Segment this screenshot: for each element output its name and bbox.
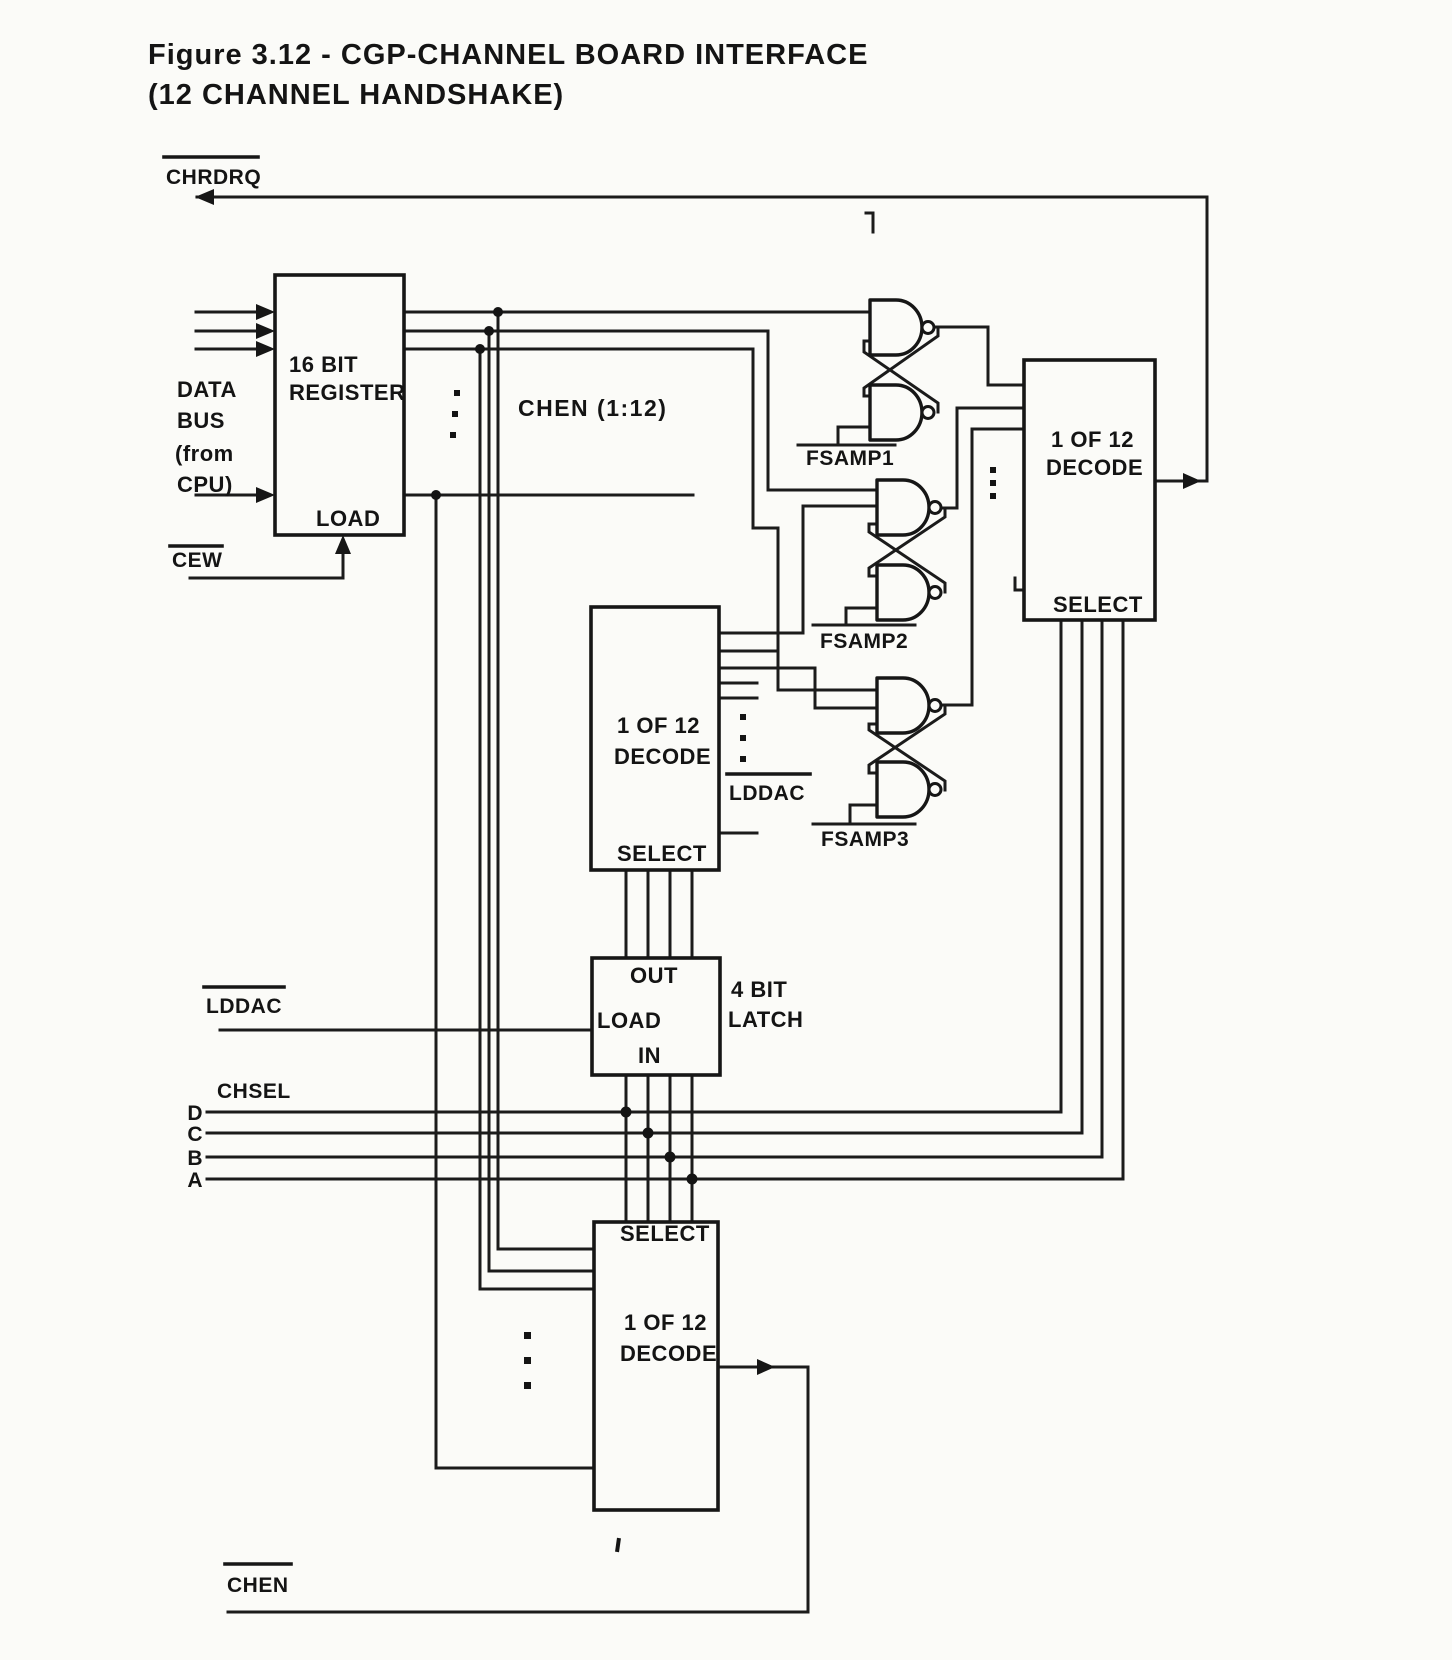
nand-bubble-3 (927, 500, 943, 515)
latch-in-label: IN (638, 1043, 661, 1068)
latch-pair-output-wires (932, 325, 1026, 707)
data-bus-label-1: DATA (177, 377, 237, 402)
bit-d-label: D (187, 1102, 203, 1125)
latch-load-label: LOAD (597, 1008, 661, 1033)
scan-artifact-top (864, 211, 875, 234)
register-label-2: REGISTER (289, 380, 405, 405)
ellipsis-dots (450, 390, 996, 1389)
bit-a-label: A (187, 1169, 203, 1192)
decode-mid-block (589, 605, 721, 872)
junction-dots (431, 307, 698, 1185)
chsel-bus-wires (205, 618, 1125, 1181)
scan-artifacts (615, 211, 875, 1553)
decode-bottom-label-2: DECODE (620, 1341, 717, 1366)
nand-gate-6 (875, 760, 931, 819)
decode-bottom-select-label: SELECT (620, 1221, 710, 1246)
bus-arrowhead-3 (256, 341, 275, 357)
decode-mid-select-label: SELECT (617, 841, 707, 866)
lddac-mid-label: LDDAC (729, 782, 805, 805)
fsamp-lead-wires (796, 425, 917, 826)
latch-select-wires (624, 868, 694, 1224)
fsamp3-label: FSAMP3 (821, 828, 909, 851)
bottom-decode-output-wire (226, 1359, 810, 1614)
chen-bus-label: CHEN (1:12) (518, 395, 667, 421)
nand-gate-1 (868, 298, 924, 357)
nand-bubble-6 (927, 782, 943, 797)
nand-bubble-1 (920, 320, 936, 335)
latch-block (590, 956, 722, 1077)
register-load-label: LOAD (316, 506, 380, 531)
chrdrq-arrowhead-left (195, 189, 214, 205)
decode-bottom-block (592, 1220, 720, 1512)
bit-b-label: B (187, 1147, 203, 1170)
lddac-left-label: LDDAC (206, 995, 282, 1018)
scan-artifact-bottom (615, 1537, 621, 1553)
nand-gate-5 (875, 676, 931, 735)
fsamp2-latch-gates (875, 478, 943, 622)
fsamp2-label: FSAMP2 (820, 630, 908, 653)
fsamp1-label: FSAMP1 (806, 447, 894, 470)
latch-side-label-2: LATCH (728, 1007, 803, 1032)
fsamp3-latch-gates (875, 676, 943, 819)
data-bus-label-3: (from (175, 441, 234, 466)
decode-right-output-arrowhead (1183, 473, 1201, 489)
chen-bottom-label: CHEN (227, 1574, 289, 1597)
chrdrq-label: CHRDRQ (166, 166, 261, 189)
fsamp1-latch-gates (868, 298, 936, 442)
decode-mid-label-2: DECODE (614, 744, 711, 769)
figure-title-line2: (12 CHANNEL HANDSHAKE) (148, 79, 564, 111)
data-bus-label-4: CPU) (177, 472, 233, 497)
mid-decode-output-wires (717, 504, 879, 835)
nand-bubble-2 (920, 405, 936, 420)
nand-bubble-4 (927, 585, 943, 600)
nand-gate-3 (875, 478, 931, 537)
cew-label: CEW (172, 549, 223, 572)
decode-right-select-stub (1013, 576, 1026, 592)
register-output-wires (402, 310, 879, 692)
data-bus-input-wires (194, 304, 275, 503)
nand-gate-2 (868, 383, 924, 442)
figure-title-line1: Figure 3.12 - CGP-CHANNEL BOARD INTERFAC… (148, 39, 868, 71)
nand-gate-4 (875, 563, 931, 622)
chsel-label: CHSEL (217, 1080, 291, 1103)
decode-right-label-2: DECODE (1046, 455, 1143, 480)
register-label-1: 16 BIT (289, 352, 358, 377)
decode-right-label-1: 1 OF 12 (1051, 427, 1134, 452)
register-block (273, 273, 406, 537)
decode-right-select-label: SELECT (1053, 592, 1143, 617)
latch-out-label: OUT (630, 963, 678, 988)
nand-bubble-5 (927, 698, 943, 713)
cross-coupling-wires (862, 325, 947, 792)
bottom-decode-arrowhead (757, 1359, 775, 1375)
bit-c-label: C (187, 1123, 203, 1146)
active-low-overlines (162, 155, 812, 1566)
cew-load-wire (188, 535, 351, 580)
bus-arrowhead-1 (256, 304, 275, 320)
data-bus-label-2: BUS (177, 408, 225, 433)
bus-arrowhead-2 (256, 323, 275, 339)
decode-mid-label-1: 1 OF 12 (617, 713, 700, 738)
bus-arrowhead-4 (256, 487, 275, 503)
latch-side-label-1: 4 BIT (731, 977, 787, 1002)
decode-right-block (1022, 358, 1157, 622)
chrdrq-return-wire (195, 189, 1209, 489)
chen-branch-wires (434, 310, 596, 1470)
load-arrowhead-up (335, 535, 351, 554)
decode-bottom-label-1: 1 OF 12 (624, 1310, 707, 1335)
